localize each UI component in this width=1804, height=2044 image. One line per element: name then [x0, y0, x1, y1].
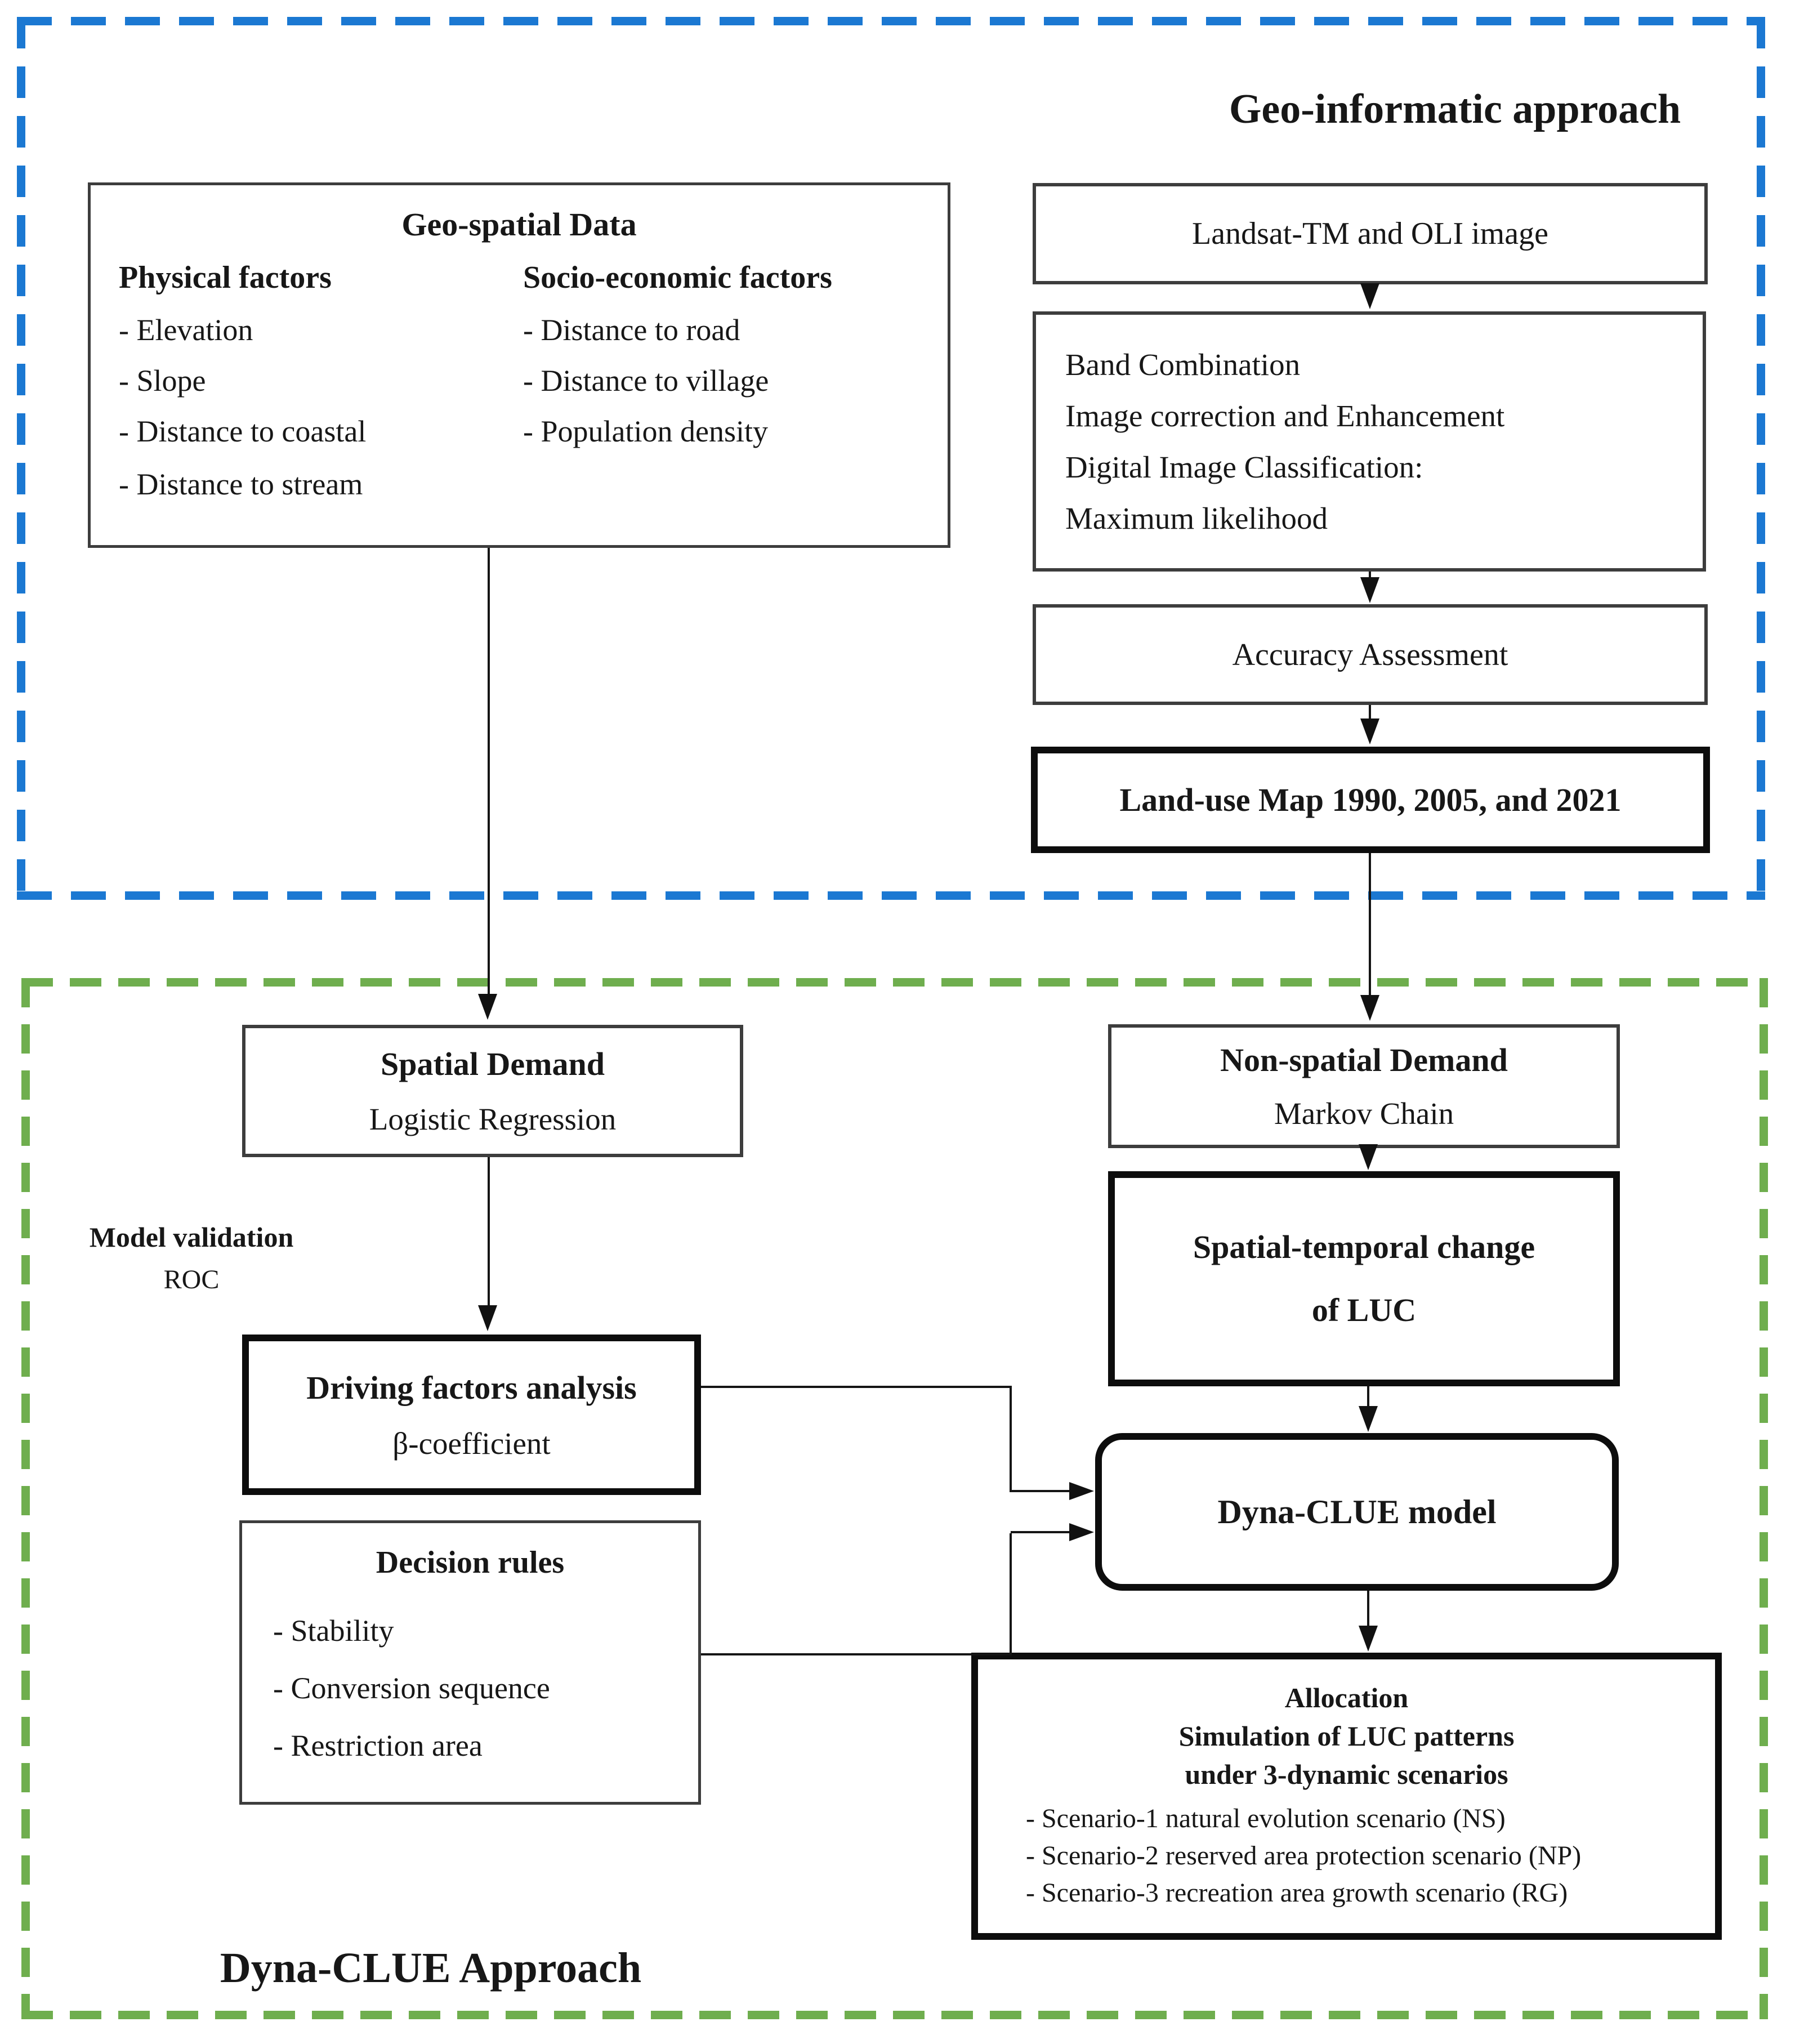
scenario-item: - Scenario-3 recreation area growth scen… [1026, 1878, 1568, 1908]
allocation-box: Allocation Simulation of LUC patterns un… [971, 1653, 1722, 1940]
connector-decision-to-dynaclue [701, 1653, 1012, 1655]
frame-edge [17, 17, 25, 900]
connector-decision-to-dynaclue [1010, 1533, 1012, 1655]
driving-factors-subtitle: β-coefficient [392, 1426, 551, 1461]
list-item: - Distance to road [523, 313, 740, 347]
landsat-image-box: Landsat-TM and OLI image [1033, 183, 1708, 284]
accuracy-assessment-label: Accuracy Assessment [1232, 637, 1508, 672]
spatial-demand-subtitle: Logistic Regression [369, 1102, 617, 1136]
physical-factors-header: Physical factors [119, 260, 332, 295]
spatial-demand-box: Spatial Demand Logistic Regression [242, 1025, 743, 1157]
landsat-image-label: Landsat-TM and OLI image [1192, 216, 1548, 251]
frame-edge [1757, 17, 1765, 900]
model-validation-label: Model validation ROC [53, 1215, 329, 1301]
list-item: - Distance to village [523, 364, 769, 398]
driving-factors-box: Driving factors analysis β-coefficient [242, 1335, 701, 1495]
allocation-heading: Allocation [1284, 1682, 1409, 1713]
connector-decision-to-dynaclue [1011, 1531, 1070, 1533]
connector-driving-to-dynaclue [1011, 1490, 1070, 1492]
arrowhead-down-icon [1359, 1626, 1378, 1652]
allocation-heading: Simulation of LUC patterns [1178, 1720, 1515, 1752]
spatial-temporal-change-box: Spatial-temporal change of LUC [1108, 1171, 1620, 1386]
allocation-heading: under 3-dynamic scenarios [1185, 1759, 1508, 1790]
scenario-item: - Scenario-1 natural evolution scenario … [1026, 1804, 1506, 1833]
geo-spatial-data-title: Geo-spatial Data [401, 206, 637, 243]
arrowhead-down-icon [1360, 995, 1379, 1021]
list-item: - Conversion sequence [273, 1671, 550, 1705]
scenario-item: - Scenario-2 reserved area protection sc… [1026, 1841, 1582, 1871]
geo-informatic-section-title: Geo-informatic approach [1229, 86, 1681, 132]
arrowhead-right-icon [1069, 1482, 1094, 1500]
connector-spatialdemand-to-driving [488, 1157, 490, 1305]
accuracy-assessment-box: Accuracy Assessment [1033, 604, 1708, 705]
dyna-clue-model-label: Dyna-CLUE model [1217, 1493, 1497, 1530]
arrowhead-down-icon [478, 994, 497, 1020]
model-validation-line1: Model validation [89, 1221, 294, 1253]
dyna-clue-model-box: Dyna-CLUE model [1095, 1433, 1619, 1591]
non-spatial-demand-box: Non-spatial Demand Markov Chain [1108, 1024, 1620, 1148]
list-item: - Slope [119, 364, 206, 398]
list-item: - Stability [273, 1614, 394, 1648]
list-item: - Restriction area [273, 1729, 483, 1762]
land-use-map-label: Land-use Map 1990, 2005, and 2021 [1119, 782, 1622, 818]
driving-factors-title: Driving factors analysis [306, 1369, 637, 1406]
connector-geospatial-to-spatialdemand [488, 548, 490, 994]
socio-economic-factors-header: Socio-economic factors [523, 260, 832, 295]
processing-step: Image correction and Enhancement [1065, 399, 1505, 433]
non-spatial-demand-subtitle: Markov Chain [1274, 1096, 1454, 1131]
frame-edge [17, 891, 1765, 900]
spatial-temporal-line1: Spatial-temporal change [1193, 1229, 1535, 1265]
frame-edge [21, 978, 1768, 987]
frame-edge [17, 17, 1765, 25]
connector-driving-to-dynaclue [701, 1386, 1012, 1388]
frame-edge [1760, 978, 1768, 2019]
list-item: - Distance to stream [119, 467, 363, 501]
geo-spatial-data-box: Geo-spatial Data Physical factors - Elev… [88, 182, 950, 548]
spatial-demand-title: Spatial Demand [380, 1046, 605, 1082]
decision-rules-title: Decision rules [376, 1545, 565, 1580]
arrowhead-down-icon [1360, 718, 1379, 744]
connector-accuracy-to-landuse [1369, 705, 1371, 721]
land-use-map-box: Land-use Map 1990, 2005, and 2021 [1031, 747, 1710, 853]
arrowhead-down-icon [1359, 1406, 1378, 1432]
dyna-clue-section-title: Dyna-CLUE Approach [220, 1944, 642, 1992]
connector-dynaclue-to-allocation [1367, 1591, 1369, 1627]
arrowhead-down-icon [1360, 283, 1379, 309]
arrowhead-down-icon [1359, 1144, 1378, 1170]
frame-edge [21, 978, 30, 2019]
connector-band-to-accuracy [1369, 572, 1371, 579]
spatial-temporal-line2: of LUC [1311, 1292, 1417, 1328]
list-item: - Population density [523, 414, 768, 448]
arrowhead-down-icon [1360, 577, 1379, 603]
processing-step: Digital Image Classification: [1065, 450, 1423, 484]
image-processing-box: Band Combination Image correction and En… [1033, 311, 1706, 572]
connector-spatialtemporal-to-dynaclue [1367, 1386, 1369, 1409]
arrowhead-down-icon [478, 1305, 497, 1331]
list-item: - Distance to coastal [119, 414, 367, 448]
non-spatial-demand-title: Non-spatial Demand [1220, 1042, 1508, 1078]
model-validation-line2: ROC [163, 1265, 220, 1295]
connector-driving-to-dynaclue [1010, 1386, 1012, 1492]
decision-rules-box: Decision rules - Stability - Conversion … [239, 1520, 701, 1805]
processing-step: Maximum likelihood [1065, 501, 1328, 535]
frame-edge [21, 2011, 1768, 2019]
processing-step: Band Combination [1065, 347, 1301, 382]
list-item: - Elevation [119, 313, 253, 347]
arrowhead-right-icon [1069, 1523, 1094, 1541]
connector-landuse-to-nonspatial [1369, 853, 1371, 995]
